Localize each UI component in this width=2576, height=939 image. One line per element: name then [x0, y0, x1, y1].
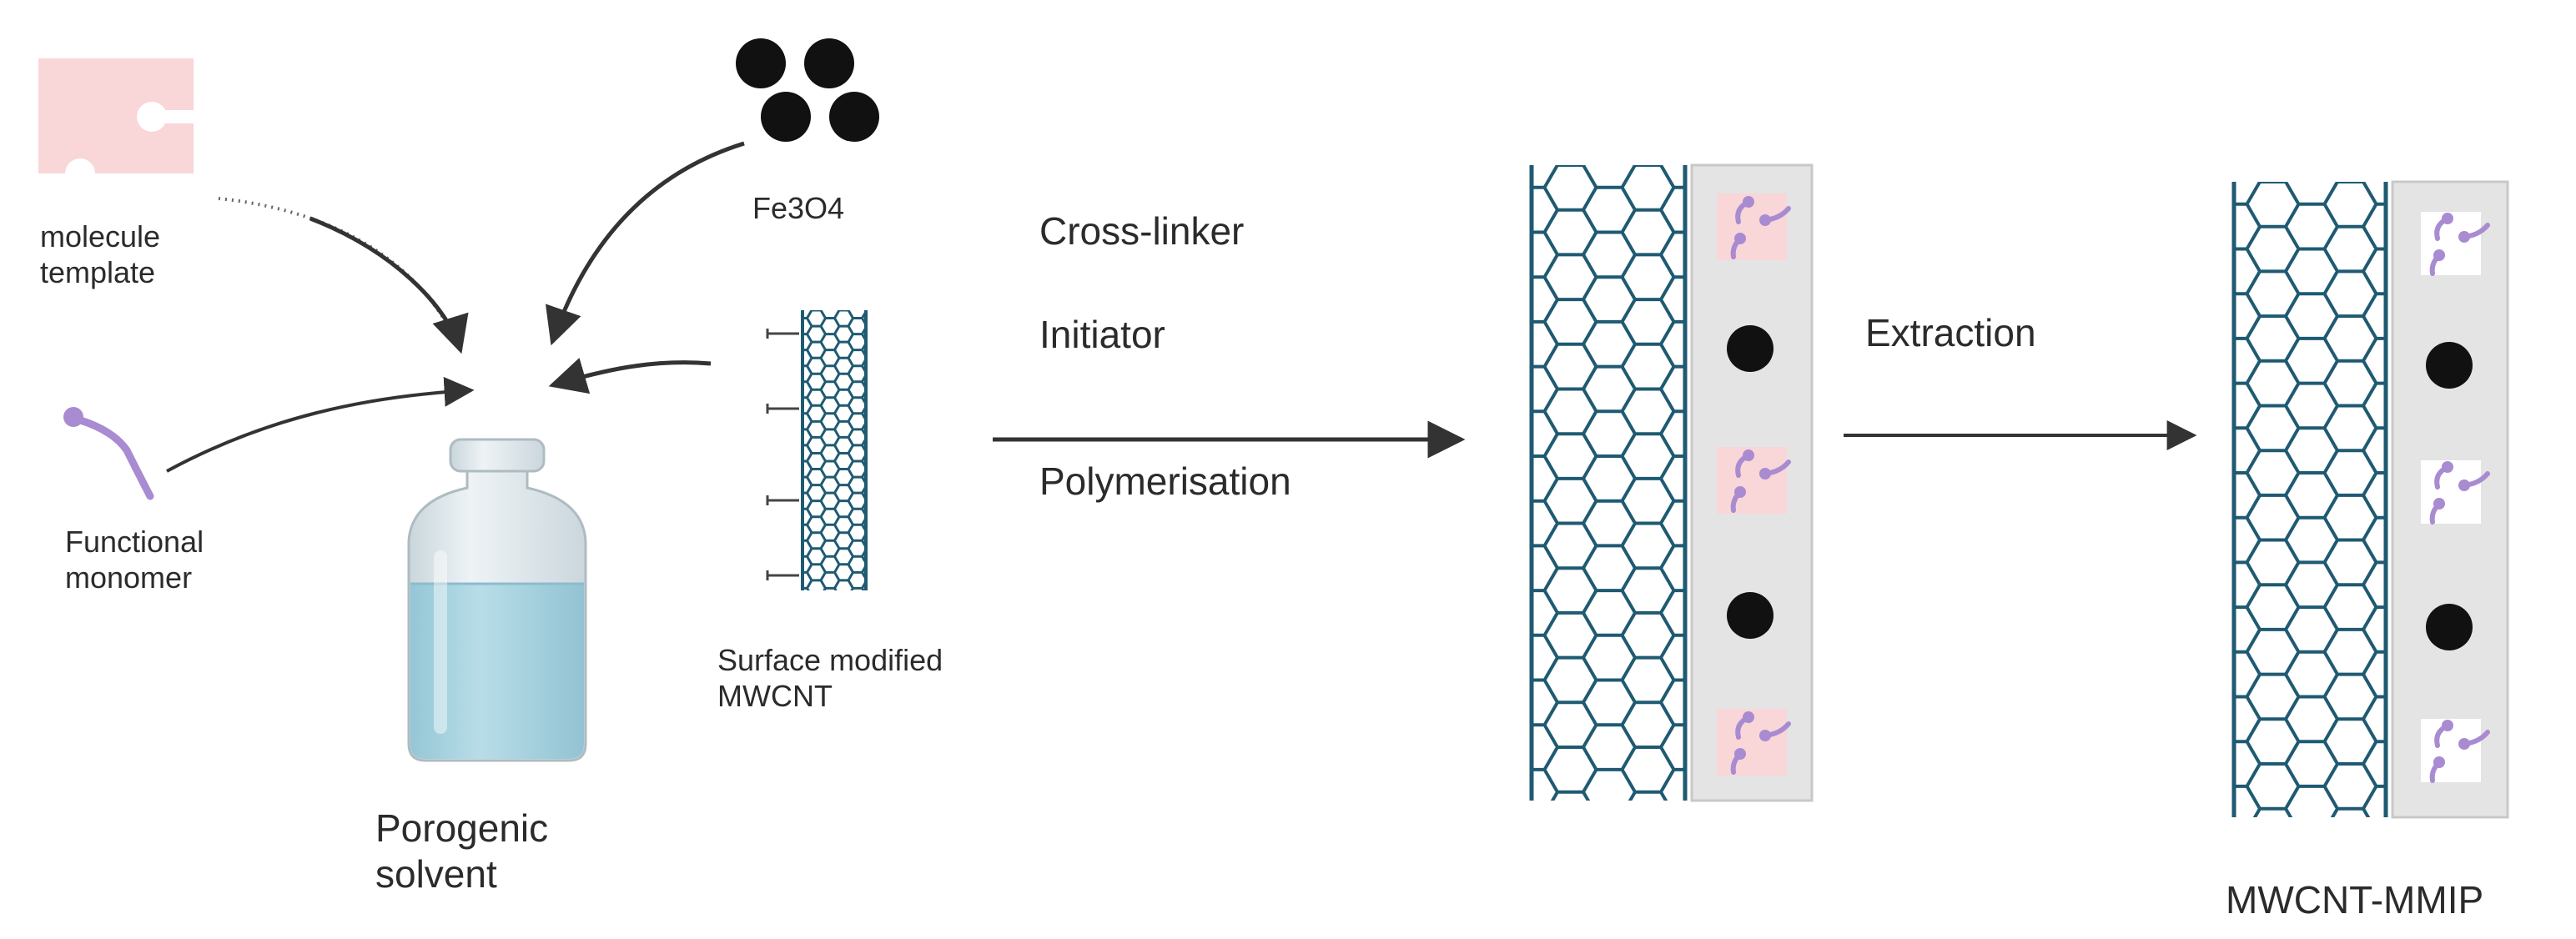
- input-arrows: [166, 141, 745, 473]
- fe3o4-label: Fe3O4: [752, 191, 845, 225]
- imprinted-cavity-icon: [2421, 212, 2490, 276]
- imprinted-cavity-icon: [2421, 460, 2490, 525]
- template-site-icon: [1717, 447, 1791, 514]
- template-site-icon: [1717, 193, 1791, 260]
- solvent-bottle-icon: [407, 438, 587, 762]
- nanotube-icon: [1529, 165, 1688, 801]
- nanotube-icon: [766, 310, 868, 590]
- monomer-molecule-icon: [63, 407, 154, 500]
- monomer-cluster-icon: [2429, 213, 2490, 276]
- porogenic-solvent-label: Porogenic solvent: [375, 806, 548, 897]
- template-site-icon: [1717, 709, 1791, 776]
- nanotube-icon: [2231, 182, 2388, 817]
- initiator-label: Initiator: [1039, 313, 1165, 356]
- extraction-label: Extraction: [1865, 311, 2036, 354]
- final-composite: [2231, 180, 2509, 819]
- fe3o4-nanoparticles-icon: [736, 38, 879, 142]
- monomer-cluster-icon: [2429, 461, 2490, 525]
- porogenic-line-2: solvent: [375, 852, 497, 896]
- functional-monomer-line-2: monomer: [65, 560, 193, 595]
- molecule-template-line-1: molecule: [40, 219, 161, 254]
- puzzle-template-icon: [38, 58, 195, 188]
- intermediate-composite: [1529, 163, 1814, 802]
- functional-monomer-line-1: Functional: [65, 525, 204, 559]
- functional-monomer-label: Functional monomer: [65, 524, 204, 595]
- surface-modified-line-2: MWCNT: [717, 679, 833, 714]
- molecule-template-label: molecule template: [40, 218, 160, 290]
- monomer-cluster-icon: [2429, 720, 2490, 783]
- nanoparticle-icon: [1727, 325, 1774, 372]
- nanoparticle-icon: [1727, 592, 1774, 639]
- polymerisation-label: Polymerisation: [1039, 459, 1291, 503]
- process-arrows: [993, 420, 2197, 459]
- nanoparticle-icon: [2426, 604, 2473, 650]
- imprinted-cavity-icon: [2421, 719, 2490, 783]
- porogenic-line-1: Porogenic: [375, 806, 549, 850]
- surface-modified-nanotube-icon: [766, 310, 868, 590]
- surface-modified-mwcnt-label: Surface modified MWCNT: [717, 642, 943, 714]
- molecule-template-line-2: template: [40, 255, 156, 290]
- nanoparticle-icon: [2426, 342, 2473, 389]
- cross-linker-label: Cross-linker: [1039, 209, 1245, 253]
- surface-modified-line-1: Surface modified: [717, 643, 943, 677]
- monomer-cluster-icon: [1730, 449, 1791, 513]
- product-label: MWCNT-MMIP: [2226, 878, 2484, 921]
- monomer-cluster-icon: [1730, 711, 1791, 775]
- monomer-cluster-icon: [1730, 196, 1791, 259]
